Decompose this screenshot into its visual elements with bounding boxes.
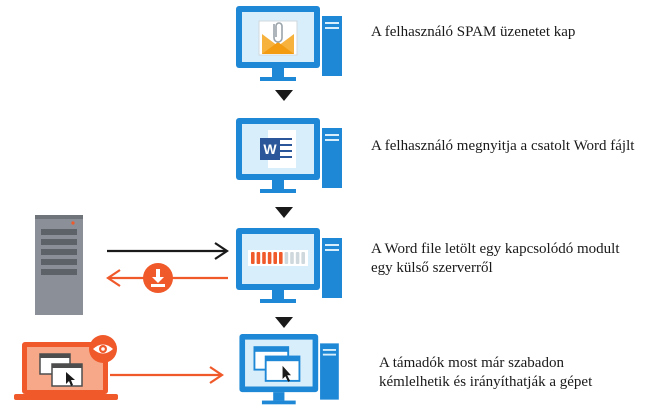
monitor-4 — [239, 334, 339, 405]
eye-icon — [89, 335, 117, 363]
progress-segment-empty — [301, 252, 305, 264]
attacker-laptop-icon — [14, 342, 118, 400]
word-document-icon: W — [260, 130, 296, 168]
progress-segment-filled — [273, 252, 277, 264]
monitor-1 — [236, 6, 342, 81]
progress-segment-filled — [256, 252, 261, 264]
progress-segment-empty — [295, 252, 300, 264]
step-3-line-1: A Word file letölt egy kapcsolódó modult — [371, 241, 620, 257]
monitor-2: W — [236, 118, 342, 193]
step-4-text: A támadók most már szabadon kémlelhetik … — [379, 354, 592, 392]
svg-text:W: W — [263, 141, 277, 157]
down-arrow-3 — [275, 317, 293, 328]
progress-segment-empty — [290, 252, 294, 264]
request-arrow — [107, 242, 229, 260]
step-4-line-1: A támadók most már szabadon — [379, 355, 564, 371]
down-arrow-1 — [275, 90, 293, 101]
progress-segment-filled — [267, 252, 272, 264]
envelope-paperclip-icon — [258, 20, 298, 56]
monitor-1-tower — [322, 16, 342, 76]
progress-segment-filled — [251, 252, 255, 264]
progress-bar-icon — [248, 250, 308, 266]
step-1-text: A felhasználó SPAM üzenetet kap — [371, 24, 576, 40]
monitor-2-tower — [322, 128, 342, 188]
monitor-3-tower — [322, 238, 342, 298]
step-4-line-2: kémlelhetik és irányíthatják a gépet — [379, 374, 593, 390]
download-icon — [143, 263, 173, 293]
progress-segment-filled — [262, 252, 266, 264]
step-3-text: A Word file letölt egy kapcsolódó modult… — [371, 240, 619, 278]
laptop-windows-icon — [39, 353, 83, 387]
down-arrow-2 — [275, 207, 293, 218]
step-2-text: A felhasználó megnyitja a csatolt Word f… — [371, 138, 635, 154]
monitor-3 — [236, 228, 342, 303]
windows-cursor-icon — [253, 346, 301, 382]
step-3-line-2: egy külső szerverről — [371, 260, 493, 276]
progress-segment-filled — [279, 252, 283, 264]
monitor-4-tower — [320, 343, 339, 400]
server-tower-icon — [35, 215, 83, 315]
control-arrow — [110, 366, 224, 384]
progress-segment-empty — [284, 252, 289, 264]
